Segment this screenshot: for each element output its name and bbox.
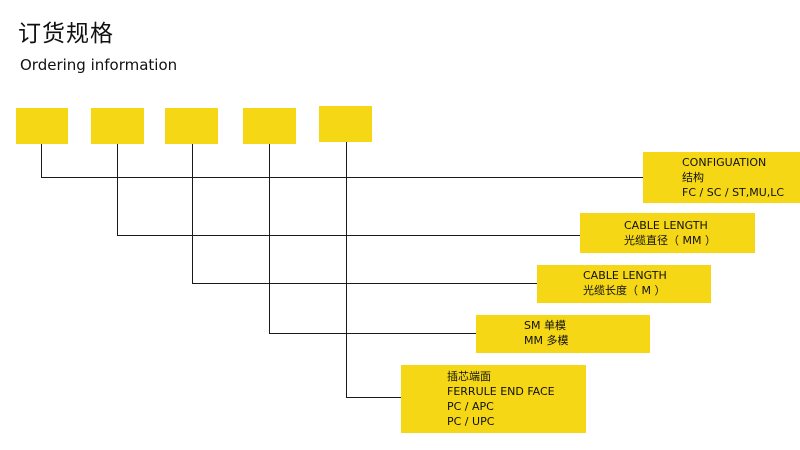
page-subtitle: Ordering information: [20, 56, 178, 74]
connector-line-3: [192, 144, 537, 284]
spec-box-mode: SM 单模 MM 多模: [476, 315, 650, 353]
spec-line: MM 多模: [524, 334, 569, 347]
spec-line: 光缆直径（ MM ）: [624, 234, 716, 247]
code-box-1: [16, 108, 68, 144]
connector-line-4: [269, 144, 476, 334]
spec-line: CABLE LENGTH: [583, 269, 667, 282]
connector-line-1: [41, 144, 643, 178]
spec-box-configuration: CONFIGUATION 结构 FC / SC / ST,MU,LC: [643, 152, 800, 203]
spec-line: CABLE LENGTH: [624, 219, 708, 232]
code-box-4: [243, 108, 296, 144]
spec-line: CONFIGUATION: [682, 156, 767, 169]
spec-line: 光缆长度（ M ）: [583, 284, 666, 297]
spec-line: FC / SC / ST,MU,LC: [682, 186, 785, 199]
code-box-5: [319, 106, 372, 142]
code-box-3: [165, 108, 218, 144]
spec-line: PC / UPC: [447, 415, 495, 428]
spec-line: FERRULE END FACE: [447, 385, 555, 398]
spec-line: SM 单模: [524, 319, 566, 332]
spec-line: PC / APC: [447, 400, 494, 413]
spec-box-ferrule-end-face: 插芯端面 FERRULE END FACE PC / APC PC / UPC: [401, 365, 586, 433]
connector-line-2: [117, 144, 580, 236]
code-box-2: [91, 108, 144, 144]
spec-box-cable-diameter: CABLE LENGTH 光缆直径（ MM ）: [580, 213, 755, 253]
page-title: 订货规格: [18, 21, 114, 47]
spec-line: 结构: [682, 171, 704, 184]
connector-line-5: [346, 142, 401, 398]
spec-box-cable-length: CABLE LENGTH 光缆长度（ M ）: [537, 265, 711, 303]
spec-line: 插芯端面: [447, 370, 491, 383]
